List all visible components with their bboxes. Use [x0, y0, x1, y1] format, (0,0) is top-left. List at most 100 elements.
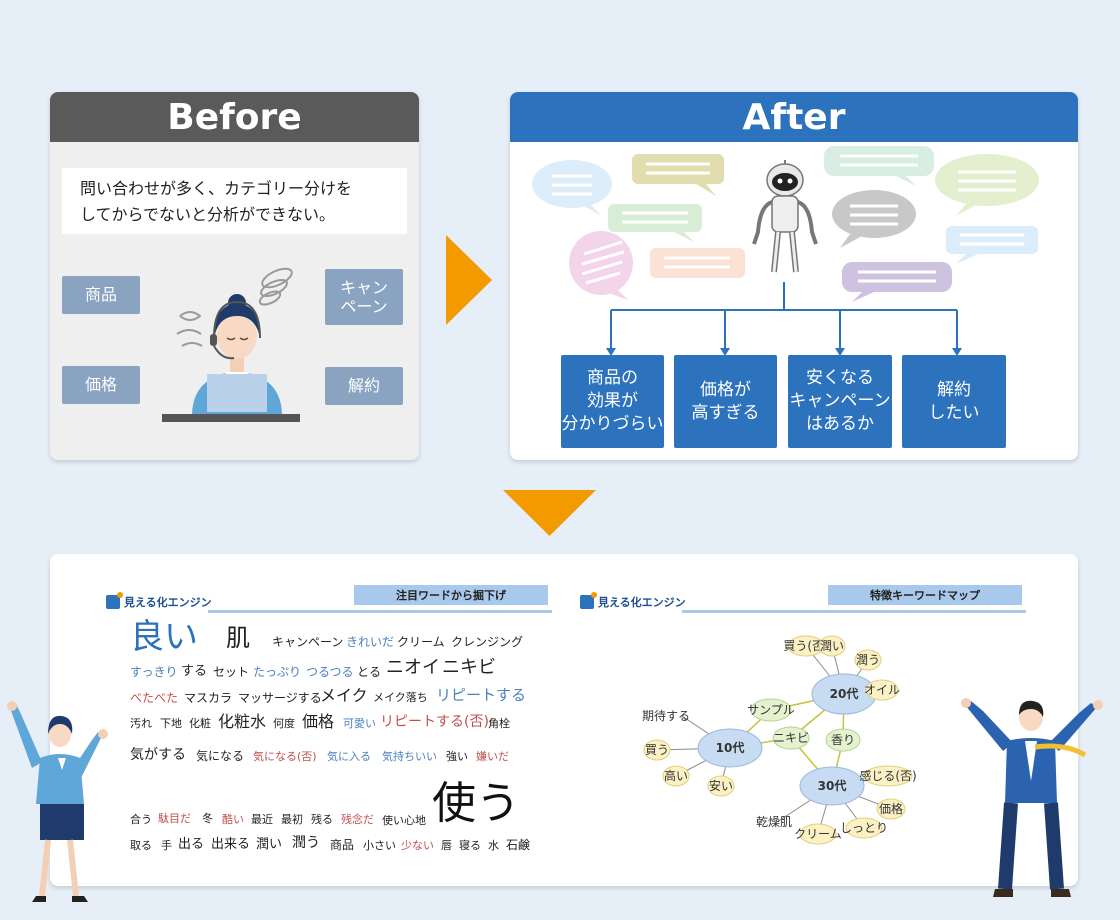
word: 強い	[446, 750, 468, 763]
svg-text:ニキビ: ニキビ	[773, 731, 809, 745]
after-category-campaign: 安くなる キャンペーン はあるか	[788, 355, 892, 448]
word: 使い心地	[382, 814, 426, 827]
mindmap-underline	[682, 610, 1026, 613]
word: 潤い	[256, 837, 283, 852]
word: クリーム	[397, 635, 445, 649]
leaf-node: 潤い	[818, 635, 846, 657]
mindmap-brand: 見える化エンジン	[580, 592, 686, 610]
brand-logo-icon	[580, 592, 597, 609]
after-category-product-effect: 商品の 効果が 分かりづらい	[561, 355, 664, 448]
word: 残念だ	[341, 813, 374, 826]
hub-label: 20代	[830, 686, 859, 701]
word: メイク落ち	[373, 691, 428, 704]
word: 気になる(否)	[253, 750, 317, 763]
svg-text:オイル: オイル	[864, 683, 900, 697]
svg-text:価格: 価格	[879, 801, 903, 816]
leaf-node: 買う	[643, 739, 671, 761]
word: 出る	[178, 837, 205, 852]
svg-text:期待する: 期待する	[642, 709, 690, 723]
after-category-price: 価格が 高すぎる	[674, 355, 777, 448]
leaf-node: 感じる(否)	[859, 765, 917, 787]
word: たっぷり	[253, 665, 302, 679]
shared-node: ニキビ	[772, 726, 810, 750]
before-panel: Before 問い合わせが多く、カテゴリー分けを してからでないと分析ができない…	[50, 92, 419, 460]
before-description: 問い合わせが多く、カテゴリー分けを してからでないと分析ができない。	[62, 168, 407, 234]
analysis-panel: 見える化エンジン 注目ワードから掘下げ 良い 肌 キャンペーン きれいだ クリー…	[50, 554, 1078, 886]
brand-logo-icon	[106, 592, 123, 609]
word: リピートする	[436, 686, 527, 704]
keyword-map: 20代 10代 30代 サンプル ニキビ 香り 買う(否)	[642, 635, 917, 845]
shared-node: サンプル	[747, 698, 795, 722]
word: 使う	[432, 778, 520, 829]
word: メイク	[320, 686, 368, 705]
word: ニキビ	[442, 657, 496, 678]
before-category-product: 商品	[62, 276, 140, 314]
hub-10s: 10代	[697, 728, 763, 768]
word: 肌	[226, 624, 250, 652]
word: 残る	[311, 813, 333, 826]
word: 最近	[251, 813, 273, 826]
hub-30s: 30代	[799, 766, 865, 806]
word: クレンジング	[451, 635, 524, 649]
speech-bubble-icon	[832, 190, 916, 248]
word: 価格	[302, 712, 335, 731]
word: 嫌いだ	[476, 750, 509, 763]
word: 可愛い	[343, 717, 376, 730]
word: 汚れ	[130, 717, 152, 730]
word: 良い	[130, 617, 198, 657]
word: 気になる	[196, 749, 245, 763]
leaf-node: 買う(否)	[783, 635, 829, 657]
word: 駄目だ	[158, 812, 191, 825]
hub-20s: 20代	[811, 673, 877, 715]
word: する	[181, 664, 208, 679]
woman-cheering-illustration	[7, 701, 108, 902]
speech-bubble-icon	[569, 231, 633, 300]
before-title: Before	[50, 92, 419, 142]
svg-text:クリーム: クリーム	[794, 827, 842, 841]
speech-bubble-icon	[532, 160, 612, 216]
word: 気に入る	[327, 750, 371, 763]
speech-bubble-icon	[946, 226, 1038, 264]
svg-text:しっとり: しっとり	[840, 821, 888, 835]
word: 気がする	[130, 747, 186, 763]
man-cheering-illustration	[961, 698, 1103, 897]
category-connector	[606, 282, 962, 356]
word: マスカラ	[184, 691, 233, 705]
word: すっきり	[130, 665, 178, 679]
word: 冬	[202, 812, 213, 825]
word: 何度	[273, 717, 295, 730]
leaf-node: しっとり	[840, 817, 888, 839]
speech-bubble-icon	[650, 248, 745, 278]
svg-text:高い: 高い	[664, 768, 688, 783]
word: 化粧	[189, 717, 211, 730]
arrow-right-icon	[446, 235, 492, 325]
speech-bubble-icon	[824, 146, 934, 186]
word: 手	[161, 839, 172, 852]
word: セット	[213, 665, 250, 679]
before-category-cancel: 解約	[325, 367, 403, 405]
svg-text:乾燥肌: 乾燥肌	[756, 815, 792, 829]
speech-bubble-icon	[935, 154, 1039, 216]
word: 最初	[281, 813, 303, 826]
word: 合う	[130, 813, 152, 826]
leaf-node: クリーム	[794, 823, 842, 845]
mindmap-brand-label: 見える化エンジン	[598, 596, 686, 609]
before-category-campaign: キャン ペーン	[325, 269, 403, 325]
word: 商品	[330, 838, 355, 852]
stress-scribble-icon	[176, 267, 293, 347]
leaf-node: 安い	[707, 775, 735, 797]
word: 小さい	[363, 839, 396, 852]
after-panel: After	[510, 92, 1078, 460]
arrow-down-icon	[503, 490, 596, 536]
leaf-node: 期待する	[642, 709, 690, 723]
word: 化粧水	[218, 712, 267, 731]
svg-text:潤い: 潤い	[820, 639, 844, 653]
leaf-node: 乾燥肌	[756, 815, 792, 829]
wordcloud-brand-label: 見える化エンジン	[124, 596, 212, 609]
word: 角栓	[488, 717, 510, 730]
word: つるつる	[306, 665, 354, 679]
word: 水	[488, 839, 499, 852]
hub-label: 30代	[818, 778, 847, 793]
word: 潤う	[292, 835, 320, 851]
word: べたべた	[130, 691, 179, 705]
